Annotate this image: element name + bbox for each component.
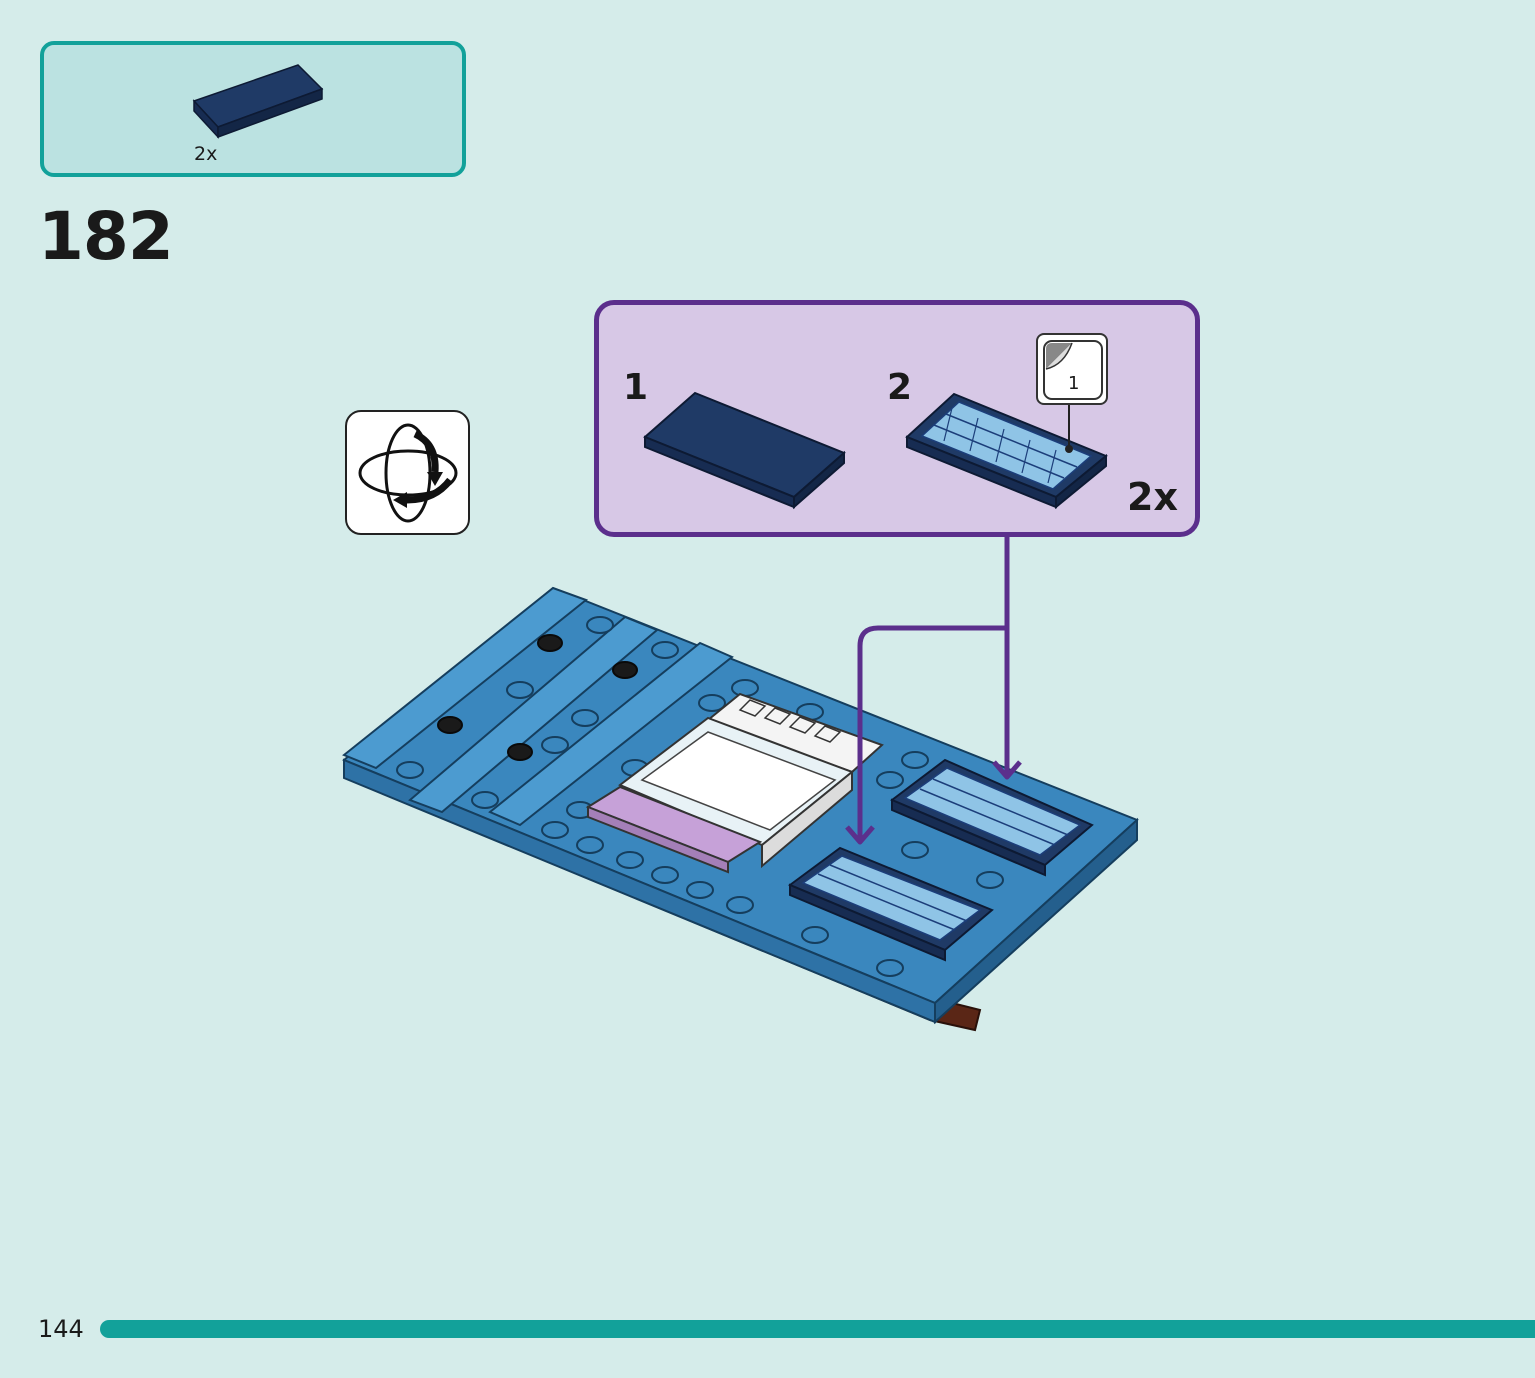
callout-step-1: 1 xyxy=(623,367,649,408)
parts-list-box: 2x xyxy=(40,41,466,177)
placed-grille-tile-right xyxy=(890,758,1094,877)
model-studs xyxy=(396,616,1004,977)
placed-grille-tile-left xyxy=(787,846,994,962)
sticker-reference-tag: 1 xyxy=(1036,333,1108,405)
hollow-studs xyxy=(437,634,638,761)
page-number: 144 xyxy=(38,1315,84,1343)
rotate-model-icon xyxy=(345,410,470,535)
placement-arrows xyxy=(845,537,1022,845)
progress-bar xyxy=(100,1320,1535,1338)
step-number: 182 xyxy=(38,198,174,275)
printed-grille-tile xyxy=(905,392,1108,510)
white-window-frame xyxy=(618,692,884,869)
blue-plate-strips xyxy=(342,586,734,827)
dark-blue-tile-part xyxy=(643,391,846,510)
sub-assembly-callout: 1 2 1 xyxy=(594,300,1200,537)
lavender-tile xyxy=(585,785,763,874)
callout-parts-drawing xyxy=(643,391,1108,510)
dark-blue-tile-part xyxy=(192,64,324,139)
callout-quantity: 2x xyxy=(1127,475,1178,519)
callout-step-2: 2 xyxy=(887,367,913,408)
sticker-icon xyxy=(1043,340,1103,400)
sticker-number: 1 xyxy=(1068,373,1080,394)
parts-quantity: 2x xyxy=(194,143,218,165)
